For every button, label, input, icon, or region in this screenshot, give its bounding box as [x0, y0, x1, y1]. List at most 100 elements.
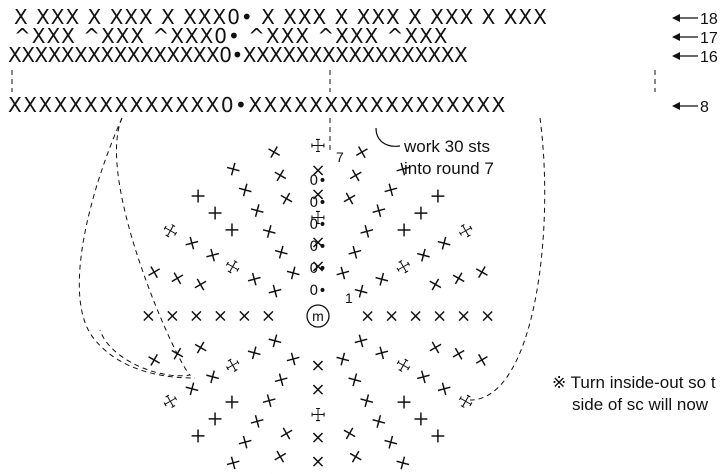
stitch-mark: × — [310, 256, 325, 277]
stitch-mark: × — [391, 389, 417, 415]
stitch-mark: × — [165, 344, 189, 364]
stitch-mark: × — [189, 275, 213, 295]
stitch-mark: ☩ — [158, 219, 184, 243]
chain-stitch-mark: 0• — [309, 261, 326, 277]
stitch-mark: × — [142, 262, 166, 282]
stitch-mark: × — [264, 468, 284, 474]
stitch-mark: × — [138, 308, 159, 323]
row-18-label: 18 — [700, 11, 718, 28]
row-8-stitches: XXXXXXXXXXXXXX0•XXXXXXXXXXXXXXXXX — [8, 93, 507, 117]
stitch-mark: ☩ — [310, 208, 326, 229]
stitch-mark: × — [379, 429, 403, 455]
stitch-mark: × — [179, 231, 205, 255]
stitch-mark: × — [423, 337, 447, 357]
stitch-mark: × — [262, 329, 288, 353]
stitch-mark: × — [357, 308, 378, 323]
stitch-mark: ☩ — [158, 389, 184, 413]
stitch-mark: × — [346, 163, 366, 187]
stitch-mark: × — [453, 308, 474, 323]
stitch-mark: × — [410, 365, 436, 389]
stitch-mark: × — [423, 275, 447, 295]
stitch-mark: × — [257, 219, 281, 245]
stitch-mark: × — [234, 308, 255, 323]
stitch-mark: × — [189, 337, 213, 357]
stitch-mark: × — [391, 217, 417, 243]
stitch-mark: × — [186, 308, 207, 323]
stitch-mark: × — [210, 308, 231, 323]
stitch-mark: × — [270, 444, 290, 468]
stitch-mark: × — [270, 163, 290, 187]
stitch-mark: ☩ — [452, 219, 478, 243]
stitch-mark: × — [221, 450, 245, 474]
stitch-mark: × — [446, 344, 470, 364]
stitch-mark: × — [470, 350, 494, 370]
stitch-mark: ☩ — [220, 353, 246, 377]
stitch-mark: × — [343, 367, 367, 393]
stitch-mark: × — [310, 184, 325, 205]
dashed-connectors — [11, 70, 656, 401]
stitch-mark: × — [241, 267, 267, 291]
stitch-mark: × — [219, 389, 245, 415]
stitch-mark: × — [470, 262, 494, 282]
stitch-mark: × — [381, 308, 402, 323]
row-18-marker: 18 — [672, 11, 718, 28]
stitch-mark: × — [446, 268, 470, 288]
stitch-mark: ☩ — [452, 389, 478, 413]
round-7-label: 7 — [336, 149, 344, 165]
stitch-mark: × — [281, 260, 305, 286]
stitch-mark: × — [431, 377, 457, 401]
stitch-mark: × — [257, 388, 281, 414]
row-16-label: 16 — [700, 49, 718, 66]
stitch-mark: × — [310, 355, 325, 376]
row-17-marker: 17 — [672, 30, 718, 47]
stitch-mark: × — [346, 444, 366, 468]
stitch-mark: × — [379, 177, 403, 203]
stitch-mark: ☩ — [310, 403, 326, 424]
stitch-mark: × — [310, 232, 325, 253]
chain-stitch-mark: 0• — [309, 195, 326, 211]
stitch-mark: × — [369, 267, 395, 291]
stitch-mark: ☩ — [310, 136, 326, 157]
stitch-mark: × — [352, 140, 372, 164]
stitch-mark: × — [348, 329, 374, 353]
stitch-mark: × — [310, 427, 325, 448]
stitch-mark: × — [200, 365, 226, 389]
center-marker-circle — [306, 304, 330, 328]
stitch-mark: × — [165, 268, 189, 288]
work-annotation-line1: work 30 sts — [403, 137, 490, 156]
stitch-mark: × — [310, 379, 325, 400]
round-1-label: 1 — [345, 290, 353, 306]
row-17-label: 17 — [700, 30, 718, 47]
stitch-mark: × — [355, 388, 379, 414]
stitch-mark: × — [262, 279, 288, 303]
stitch-mark: × — [258, 308, 279, 323]
stitch-mark: × — [219, 217, 245, 243]
row-17-stitches: ^XXX ^XXX ^XXX0• ^XXX ^XXX ^XXX — [14, 24, 448, 48]
stitch-mark: ☩ — [389, 255, 415, 279]
stitch-mark: × — [221, 156, 245, 182]
stitch-mark: × — [264, 140, 284, 164]
row-8-marker: 8 — [672, 99, 709, 116]
stitch-mark: × — [331, 260, 355, 286]
stitch-mark: × — [241, 341, 267, 365]
stitch-mark: × — [431, 231, 457, 255]
stitch-mark: × — [179, 377, 205, 401]
chain-stitch-mark: 0• — [309, 217, 326, 233]
turn-note-line1: ※ Turn inside-out so t — [552, 373, 716, 392]
stitch-mark: × — [405, 308, 426, 323]
row-18-stitches: X XXX X XXX X XXX0• X XXX X XXX X XXX X … — [14, 5, 548, 29]
stitch-mark: × — [410, 243, 436, 267]
stitch-mark: × — [367, 408, 391, 434]
stitch-mark: × — [142, 350, 166, 370]
stitch-mark: × — [343, 239, 367, 265]
stitch-mark: × — [429, 308, 450, 323]
turn-note-line2: side of sc will now — [572, 395, 709, 414]
stitch-mark: × — [391, 450, 415, 474]
row-16-marker: 16 — [672, 49, 718, 66]
stitch-mark: × — [369, 341, 395, 365]
stitch-mark: × — [162, 308, 183, 323]
stitch-mark: × — [269, 239, 293, 265]
stitch-mark: × — [269, 367, 293, 393]
chain-stitch-mark: 0• — [309, 283, 326, 299]
